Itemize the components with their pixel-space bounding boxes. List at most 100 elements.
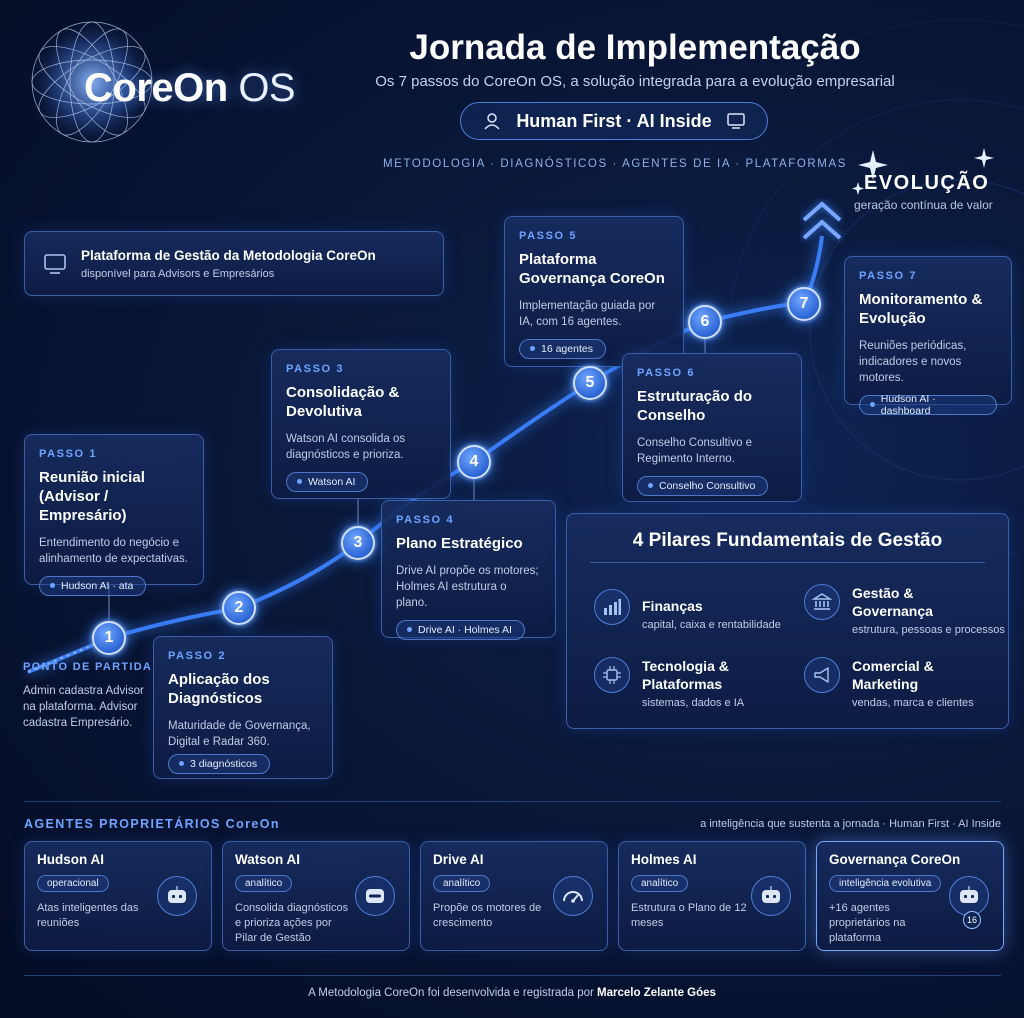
user-icon bbox=[484, 113, 500, 130]
step-label: PASSO 1 bbox=[39, 448, 98, 460]
agent-name: Hudson AI bbox=[37, 852, 104, 867]
step-label: PASSO 4 bbox=[396, 514, 455, 526]
step-label: PASSO 7 bbox=[859, 270, 918, 282]
brand-suffix: OS bbox=[238, 66, 296, 110]
agent-status: analítico bbox=[433, 875, 491, 892]
step-card-1: PASSO 1 Reunião inicial (Advisor / Empre… bbox=[24, 434, 204, 596]
step-card-2: PASSO 2 Aplicação dos Diagnósticos Matur… bbox=[153, 636, 333, 779]
start-label: PONTO DE PARTIDA bbox=[23, 661, 153, 673]
chip-label: 16 agentes bbox=[541, 342, 593, 355]
agents-note: a inteligência que sustenta a jornada · … bbox=[700, 818, 1001, 830]
step-title: Reunião inicial (Advisor / Empresário) bbox=[39, 469, 145, 524]
platform-box: Plataforma de Gestão da Metodologia Core… bbox=[24, 231, 444, 296]
step-node-7: 7 bbox=[787, 287, 821, 321]
chip-icon bbox=[594, 657, 630, 693]
pillar-description: capital, caixa e rentabilidade bbox=[642, 619, 781, 631]
step-label: PASSO 6 bbox=[637, 367, 696, 379]
step-title: Plataforma Governança CoreOn bbox=[519, 251, 665, 287]
chip-label: Watson AI bbox=[308, 475, 356, 488]
agent-status: inteligência evolutiva bbox=[829, 875, 942, 892]
step-node-3: 3 bbox=[341, 526, 375, 560]
platform-subtitle: disponível para Advisors e Empresários bbox=[81, 267, 275, 280]
footer-divider bbox=[24, 975, 1001, 976]
step-chip: Watson AI bbox=[286, 471, 369, 492]
footer-prefix: A Metodologia CoreOn foi desenvolvida e … bbox=[308, 987, 594, 999]
step-description: Entendimento do negócio e alinhamento de… bbox=[39, 537, 188, 565]
agent-status: operacional bbox=[37, 875, 109, 892]
agent-name: Governança CoreOn bbox=[829, 852, 961, 867]
step-title: Consolidação & Devolutiva bbox=[286, 384, 400, 420]
logo-globe-icon bbox=[26, 16, 158, 148]
motto-text: Human First · AI Inside bbox=[516, 110, 712, 131]
tagline: METODOLOGIA · DIAGNÓSTICOS · AGENTES DE … bbox=[382, 158, 848, 170]
step-label: PASSO 5 bbox=[519, 230, 578, 242]
step-chip: Hudson AI · ata bbox=[39, 575, 147, 596]
pillar-description: vendas, marca e clientes bbox=[852, 697, 974, 709]
pillar-description: sistemas, dados e IA bbox=[642, 697, 745, 709]
step-node-1: 1 bbox=[92, 621, 126, 655]
agent-name: Holmes AI bbox=[631, 852, 697, 867]
agent-count-badge: 16 bbox=[963, 911, 981, 929]
pillar-comercial: Comercial & Marketing vendas, marca e cli… bbox=[804, 657, 974, 709]
step-node-4: 4 bbox=[457, 445, 491, 479]
chip-label: Conselho Consultivo bbox=[659, 479, 756, 492]
step-card-3: PASSO 3 Consolidação & Devolutiva Watson… bbox=[271, 349, 451, 499]
robot-visor-icon bbox=[355, 876, 395, 916]
sparkle-icon bbox=[852, 148, 994, 195]
agent-status: analítico bbox=[631, 875, 689, 892]
agent-card-hudson: Hudson AI operacional Atas inteligentes … bbox=[24, 841, 212, 951]
pillar-name: Comercial & Marketing bbox=[852, 658, 934, 692]
start-description: Admin cadastra Advisor na plataforma. Ad… bbox=[23, 685, 144, 729]
pillars-title: 4 Pilares Fundamentais de Gestão bbox=[632, 530, 943, 551]
step-card-5: PASSO 5 Plataforma Governança CoreOn Imp… bbox=[504, 216, 684, 367]
pillar-name: Gestão & Governança bbox=[852, 585, 933, 619]
agent-name: Drive AI bbox=[433, 852, 484, 867]
step-node-5: 5 bbox=[573, 366, 607, 400]
evolution-title: EVOLUÇÃO bbox=[864, 172, 990, 194]
agents-heading: AGENTES PROPRIETÁRIOS CoreOn bbox=[24, 817, 280, 831]
agent-card-watson: Watson AI analítico Consolida diagnóstic… bbox=[222, 841, 410, 951]
evolution-subtitle: geração contínua de valor bbox=[854, 198, 993, 212]
pillar-description: estrutura, pessoas e processos bbox=[852, 624, 1005, 636]
footer-author: Marcelo Zelante Góes bbox=[597, 987, 716, 999]
agent-description: Consolida diagnósticos e prioriza ações … bbox=[235, 902, 349, 944]
monitor-icon bbox=[726, 113, 745, 129]
institution-icon bbox=[804, 584, 840, 620]
megaphone-icon bbox=[804, 657, 840, 693]
platform-title: Plataforma de Gestão da Metodologia Core… bbox=[81, 247, 376, 263]
robot-icon bbox=[157, 876, 197, 916]
chip-label: Drive AI · Holmes AI bbox=[418, 623, 512, 636]
agent-description: Propõe os motores de crescimento bbox=[433, 902, 542, 929]
step-label: PASSO 3 bbox=[286, 363, 345, 375]
pillar-name: Tecnologia & Plataformas bbox=[642, 658, 729, 692]
footer: A Metodologia CoreOn foi desenvolvida e … bbox=[0, 987, 1024, 999]
page-title: Jornada de Implementação bbox=[409, 28, 861, 67]
step-title: Aplicação dos Diagnósticos bbox=[168, 671, 270, 707]
step-label: PASSO 2 bbox=[168, 650, 227, 662]
pillar-gestao: Gestão & Governança estrutura, pessoas e … bbox=[804, 584, 1012, 636]
agent-card-holmes: Holmes AI analítico Estrutura o Plano de… bbox=[618, 841, 806, 951]
step-description: Conselho Consultivo e Regimento Interno. bbox=[637, 437, 753, 465]
step-title: Plano Estratégico bbox=[396, 535, 523, 552]
step-node-2: 2 bbox=[222, 591, 256, 625]
step-title: Monitoramento & Evolução bbox=[859, 291, 983, 327]
step-description: Implementação guiada por IA, com 16 agen… bbox=[519, 300, 656, 328]
pillar-tecnologia: Tecnologia & Plataformas sistemas, dados … bbox=[594, 657, 752, 709]
agent-status: analítico bbox=[235, 875, 293, 892]
step-description: Drive AI propõe os motores; Holmes AI es… bbox=[396, 565, 539, 609]
motto-pill: Human First · AI Inside bbox=[460, 102, 768, 140]
agent-description: Atas inteligentes das reuniões bbox=[37, 902, 139, 929]
monitor-icon bbox=[44, 253, 66, 274]
step-description: Maturidade de Governança, Digital e Rada… bbox=[168, 720, 311, 748]
pillars-box bbox=[566, 513, 1009, 729]
pillars-divider bbox=[590, 562, 985, 563]
step-chip: Hudson AI · dashboard bbox=[859, 393, 997, 417]
chip-label: Hudson AI · ata bbox=[61, 579, 134, 592]
agent-card-governanca: Governança CoreOn inteligência evolutiva… bbox=[816, 841, 1004, 951]
agent-card-drive: Drive AI analítico Propõe os motores de … bbox=[420, 841, 608, 951]
step-card-6: PASSO 6 Estruturação do Conselho Conselh… bbox=[622, 353, 802, 502]
agent-name: Watson AI bbox=[235, 852, 300, 867]
step-chip: Drive AI · Holmes AI bbox=[396, 619, 525, 640]
agents-divider bbox=[24, 801, 1001, 802]
